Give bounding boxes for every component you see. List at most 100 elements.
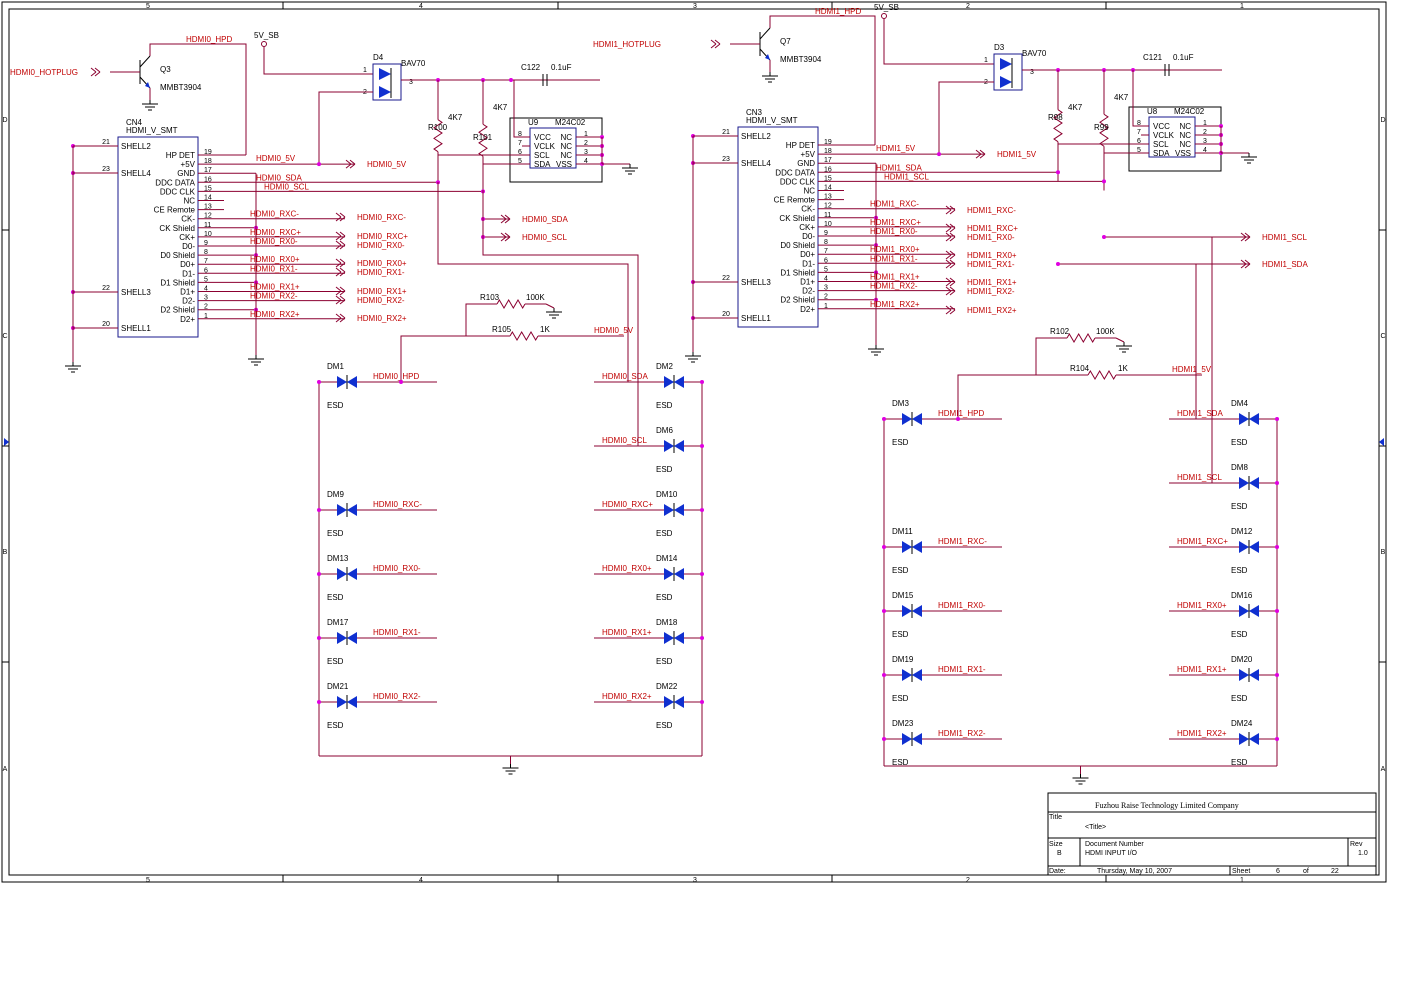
eeprom-pin-number: 4	[1203, 147, 1207, 154]
esd-diode	[1249, 413, 1259, 425]
connector-pin-name: D0-	[182, 242, 195, 251]
esd-diode	[902, 541, 912, 553]
junction-dot	[317, 380, 321, 384]
offpage-arrow	[945, 209, 952, 215]
eeprom-pin-number: 3	[1203, 138, 1207, 145]
offpage-arrow	[949, 286, 956, 292]
connector-pin-name: HP DET	[166, 151, 195, 160]
esd-label: ESD	[892, 630, 909, 639]
connector-pin-number: 16	[204, 176, 212, 183]
junction-dot	[399, 380, 403, 384]
net-label: HDMI1_RXC-	[938, 537, 987, 546]
eeprom-pin-name: NC	[1179, 122, 1191, 131]
offpage-arrow	[949, 254, 956, 260]
row-label-left: A	[3, 766, 8, 773]
connector-pin-number: 10	[204, 231, 212, 238]
connector-pin-name: CE Remote	[154, 206, 196, 215]
resistor-ref: R103	[480, 293, 500, 302]
connector-pin-number: 14	[824, 185, 832, 192]
net-label: HDMI0_RX2-	[373, 692, 421, 701]
row-label-right: A	[1381, 766, 1386, 773]
rev-value: 1.0	[1358, 850, 1368, 857]
connector-pin-number: 15	[824, 175, 832, 182]
esd-ref: DM22	[656, 682, 678, 691]
eeprom-pin-number: 8	[518, 131, 522, 138]
net-label: HDMI0_RX1+	[602, 628, 652, 637]
esd-diode	[347, 376, 357, 388]
net-label: HDMI1_RXC+	[870, 218, 921, 227]
esd-diode	[674, 376, 684, 388]
connector-pin-number: 8	[824, 239, 828, 246]
size-label: Size	[1049, 841, 1063, 848]
cap-ref: C122	[521, 63, 541, 72]
net-label: HDMI0_SDA	[602, 372, 648, 381]
junction-dot	[509, 78, 513, 82]
connector-pin-name: SHELL4	[121, 169, 151, 178]
offpage-label: HDMI1_RX1+	[967, 278, 1017, 287]
resistor-value: 4K7	[448, 113, 463, 122]
company-name: Fuzhou Raise Technology Limited Company	[1095, 801, 1239, 810]
transistor-arrow	[765, 54, 770, 60]
offpage-arrow	[945, 205, 952, 211]
net-label: HDMI1_RX2+	[870, 300, 920, 309]
esd-ref: DM12	[1231, 527, 1253, 536]
net-label: HDMI1_RXC-	[870, 200, 919, 209]
col-label-top: 4	[419, 3, 423, 10]
connector-pin-name: CK-	[801, 205, 815, 214]
bias-resistor	[1066, 333, 1096, 343]
esd-diode	[912, 413, 922, 425]
eeprom-pin-name: SDA	[534, 160, 551, 169]
connector-pin-number: 23	[102, 166, 110, 173]
title-label: Title	[1049, 814, 1062, 821]
offpage-label: HDMI0_RXC+	[357, 232, 408, 241]
esd-ref: DM21	[327, 682, 349, 691]
esd-diode	[902, 733, 912, 745]
esd-label: ESD	[327, 657, 344, 666]
offpage-label: HDMI0_RX2+	[357, 314, 407, 323]
connector-pin-number: 19	[204, 149, 212, 156]
offpage-arrow	[975, 149, 982, 155]
esd-diode	[664, 440, 674, 452]
eeprom-pin-number: 5	[518, 158, 522, 165]
net-label: HDMI1_5V	[876, 144, 916, 153]
connector-pin-name: D1+	[800, 278, 815, 287]
esd-label: ESD	[892, 438, 909, 447]
net-label: HDMI0_HPD	[186, 35, 232, 44]
eeprom-ref: U9	[528, 118, 539, 127]
connector-pin-name: D2+	[800, 305, 815, 314]
esd-ref: DM8	[1231, 463, 1248, 472]
offpage-arrow	[339, 212, 346, 218]
offpage-arrow	[945, 250, 952, 256]
connector-pin-number: 12	[204, 213, 212, 220]
esd-label: ESD	[1231, 694, 1248, 703]
esd-diode	[902, 669, 912, 681]
eeprom-pin-number: 1	[1203, 120, 1207, 127]
col-label-top: 2	[966, 3, 970, 10]
offpage-arrow	[339, 240, 346, 246]
offpage-arrow	[979, 153, 986, 159]
connector-pin-number: 2	[204, 304, 208, 311]
eeprom-pin-number: 8	[1137, 120, 1141, 127]
resistor-ref: R98	[1048, 113, 1063, 122]
net-label: HDMI1_RXC+	[1177, 537, 1228, 546]
resistor-value: 100K	[1096, 327, 1115, 336]
bias-gnd-wire	[545, 303, 555, 309]
eeprom-pin-name: NC	[560, 151, 572, 160]
transistor-value: MMBT3904	[160, 83, 202, 92]
net-label: HDMI1_RX2+	[1177, 729, 1227, 738]
offpage-arrow	[949, 205, 956, 211]
offpage-arrow	[335, 235, 342, 241]
offpage-arrow	[339, 235, 346, 241]
offpage-arrow	[339, 295, 346, 301]
eeprom-pin-name: SDA	[1153, 149, 1170, 158]
connector-pin-name: DDC CLK	[160, 187, 196, 196]
connector-pin-number: 9	[204, 240, 208, 247]
esd-diode	[347, 696, 357, 708]
connector-pin-number: 15	[204, 185, 212, 192]
bav70-body	[993, 53, 1023, 91]
transistor-value: MMBT3904	[780, 55, 822, 64]
connector-pin-name: SHELL2	[741, 132, 771, 141]
eeprom-value: M24C02	[555, 118, 586, 127]
connector-pin-name: D2-	[182, 297, 195, 306]
offpage-arrow	[339, 271, 346, 277]
